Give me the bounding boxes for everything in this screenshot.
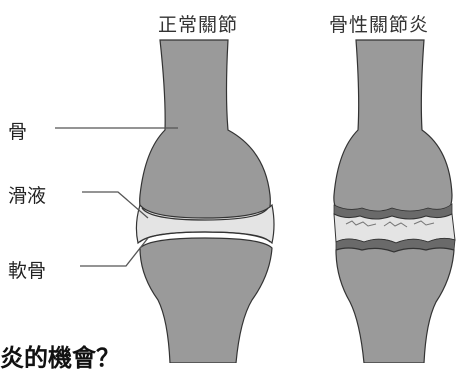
normal-upper-bone (140, 40, 271, 220)
oa-lower-bone (336, 248, 454, 363)
oa-upper-bone (334, 40, 452, 212)
normal-lower-bone (140, 238, 272, 363)
oa-joint-space (334, 214, 455, 243)
bone-label: 骨 (8, 117, 27, 144)
joint-illustration (0, 0, 458, 363)
osteoarthritis-title: 骨性關節炎 (329, 10, 429, 37)
joint-diagram: 正常關節 骨性關節炎 骨 滑液 軟骨 炎的機會？ (0, 0, 458, 363)
normal-joint-title: 正常關節 (158, 10, 238, 37)
normal-joint (136, 40, 274, 363)
partial-heading-text: 炎的機會？ (0, 338, 120, 373)
oa-joint (334, 40, 455, 363)
synovial-fluid-label: 滑液 (8, 181, 46, 208)
cartilage-label: 軟骨 (8, 256, 46, 283)
